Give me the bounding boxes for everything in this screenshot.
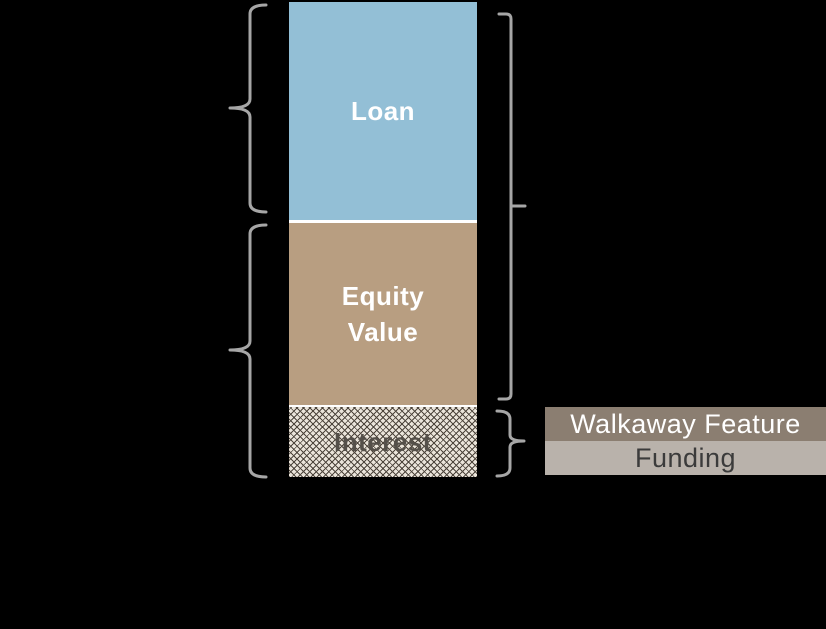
- left-brace-equity-interest-icon: [228, 223, 268, 479]
- left-brace-loan-icon: [228, 3, 268, 214]
- callout-funding-label: Funding: [634, 442, 737, 473]
- right-bracket-loan-equity-icon: [497, 12, 527, 401]
- segment-loan-label: Loan: [350, 96, 416, 126]
- segment-loan: Loan: [289, 2, 477, 220]
- right-brace-interest-icon: [495, 409, 526, 478]
- segment-equity-value-label: Equity Value: [341, 281, 425, 347]
- callout-funding: Funding: [545, 441, 826, 475]
- callout-walkaway-feature-label: Walkaway Feature: [570, 408, 801, 439]
- stacked-bar: Loan Equity Value Interest: [289, 2, 477, 477]
- segment-interest-label: Interest: [334, 427, 432, 457]
- callout-walkaway-feature: Walkaway Feature: [545, 407, 826, 441]
- segment-interest: Interest: [289, 407, 477, 477]
- segment-separator: [289, 405, 477, 407]
- segment-separator: [289, 220, 477, 223]
- segment-equity-value: Equity Value: [289, 223, 477, 405]
